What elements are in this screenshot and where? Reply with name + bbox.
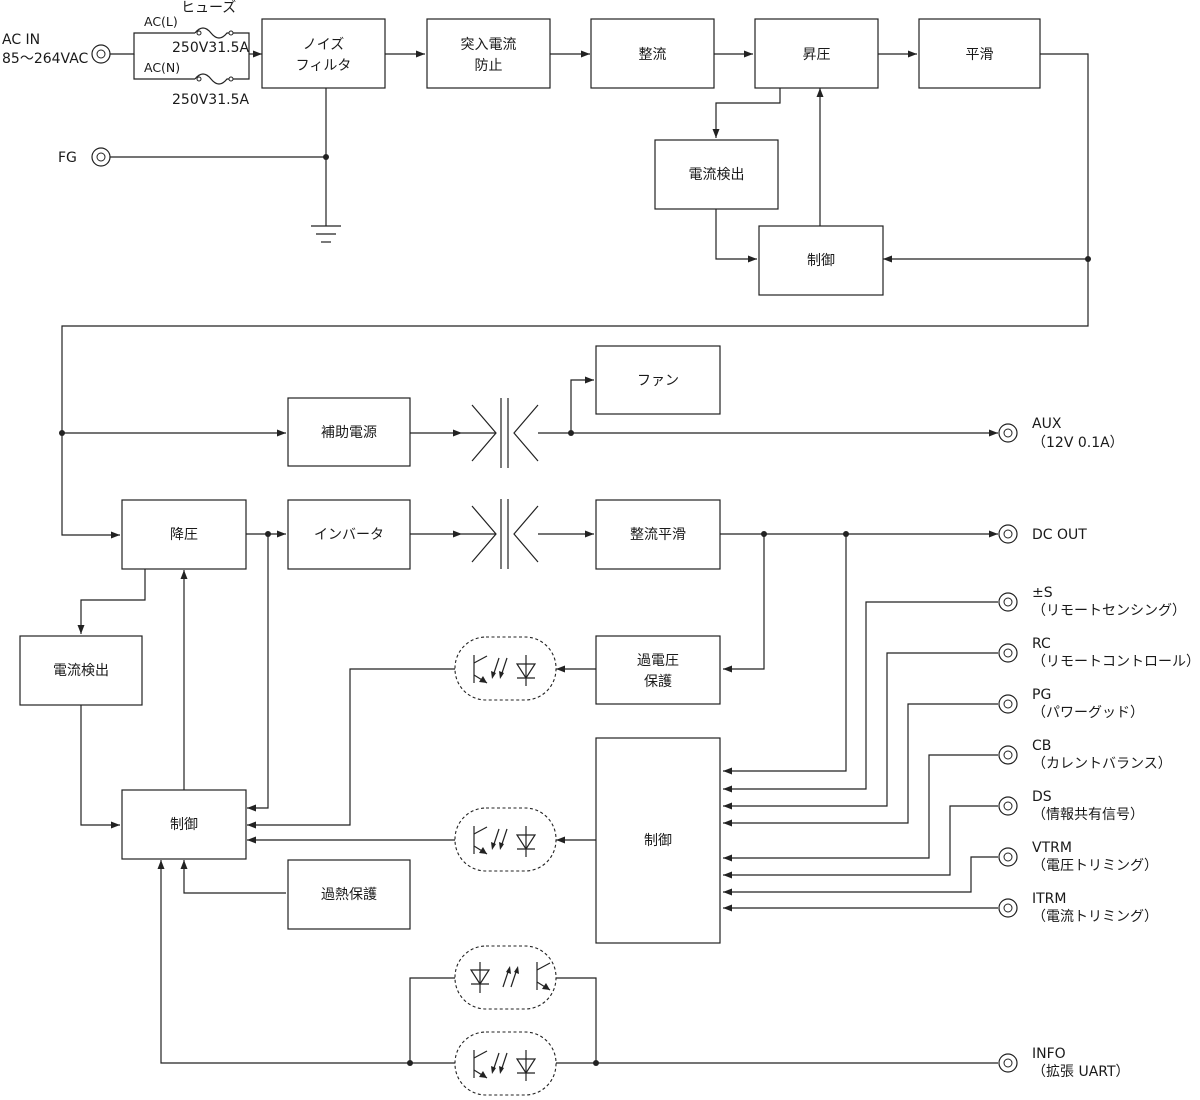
rectifier-label: 整流 bbox=[639, 47, 667, 63]
line-l-label: AC(L) bbox=[144, 14, 178, 29]
pfc-control-label: 制御 bbox=[807, 253, 835, 269]
smoothing-label: 平滑 bbox=[966, 46, 994, 63]
fan-block: ファン bbox=[595, 345, 721, 415]
fuse-icon bbox=[194, 73, 235, 85]
optocoupler-icon bbox=[454, 636, 557, 701]
pfc-current-detect-block: 電流検出 bbox=[654, 139, 779, 210]
secondary-control-label: 制御 bbox=[644, 833, 672, 849]
remote-control-terminal bbox=[998, 643, 1018, 663]
aux-terminal bbox=[998, 423, 1018, 443]
voltage-trim-desc: （電圧トリミング） bbox=[1032, 858, 1158, 874]
line-n-label: AC(N) bbox=[144, 60, 180, 75]
pfc-current-detect-label: 電流検出 bbox=[689, 167, 745, 183]
optocoupler-icon bbox=[454, 1031, 557, 1096]
otp-label: 過熱保護 bbox=[321, 887, 377, 903]
primary-control-label: 制御 bbox=[170, 817, 198, 833]
boost-label: 昇圧 bbox=[803, 47, 831, 63]
optocoupler-icon bbox=[454, 807, 557, 872]
ac-in-range: 85～264VAC bbox=[2, 51, 89, 67]
primary-control-block: 制御 bbox=[121, 789, 247, 860]
rect-smooth-block: 整流平滑 bbox=[595, 499, 721, 570]
rect-smooth-label: 整流平滑 bbox=[630, 526, 686, 543]
ovp-label-line1: 過電圧 bbox=[637, 653, 679, 669]
data-share-label: DS bbox=[1032, 789, 1052, 805]
voltage-trim-label: VTRM bbox=[1032, 840, 1072, 856]
optocoupler-icon bbox=[454, 945, 557, 1010]
power-good-terminal bbox=[998, 694, 1018, 714]
inrush-label-line2: 防止 bbox=[475, 58, 503, 74]
ac-in-label: AC IN bbox=[2, 32, 40, 48]
arrowheads bbox=[77, 50, 998, 912]
fuse-l-rating: 250V31.5A bbox=[172, 40, 249, 56]
buck-block: 降圧 bbox=[121, 499, 247, 570]
voltage-trim-terminal bbox=[998, 847, 1018, 867]
fg-label: FG bbox=[58, 150, 77, 166]
info-terminal bbox=[998, 1053, 1018, 1073]
data-share-terminal bbox=[998, 796, 1018, 816]
remote-control-desc: （リモートコントロール） bbox=[1032, 654, 1200, 670]
remote-control-label: RC bbox=[1032, 636, 1051, 652]
current-balance-desc: （カレントバランス） bbox=[1032, 756, 1172, 772]
info-label: INFO bbox=[1032, 1046, 1066, 1062]
current-trim-desc: （電流トリミング） bbox=[1032, 909, 1158, 925]
info-desc: （拡張 UART） bbox=[1032, 1064, 1130, 1080]
ovp-label-line2: 保護 bbox=[644, 674, 672, 690]
secondary-control-block: 制御 bbox=[595, 737, 721, 944]
inrush-limiter-block: 突入電流 防止 bbox=[426, 18, 551, 89]
current-balance-label: CB bbox=[1032, 738, 1051, 754]
pfc-control-block: 制御 bbox=[758, 225, 884, 296]
fan-label: ファン bbox=[637, 373, 679, 389]
junction-dots bbox=[59, 154, 1091, 1066]
current-trim-label: ITRM bbox=[1032, 891, 1067, 907]
remote-sense-desc: （リモートセンシング） bbox=[1032, 603, 1186, 619]
fg-terminal bbox=[91, 147, 111, 167]
transformer-icon bbox=[462, 398, 539, 468]
fuse-header-label: ヒューズ bbox=[181, 0, 236, 16]
signal-wires bbox=[61, 32, 1089, 1064]
noise-filter-block: ノイズ フィルタ bbox=[261, 18, 386, 89]
noise-filter-label-line2: フィルタ bbox=[296, 58, 352, 74]
current-balance-terminal bbox=[998, 745, 1018, 765]
power-good-desc: （パワーグッド） bbox=[1032, 705, 1144, 721]
fuse-n-rating: 250V31.5A bbox=[172, 92, 249, 108]
overvoltage-protection-block: 過電圧 保護 bbox=[595, 635, 721, 705]
inverter-block: インバータ bbox=[287, 499, 411, 570]
current-trim-terminal bbox=[998, 898, 1018, 918]
power-good-label: PG bbox=[1032, 687, 1051, 703]
transformer-icon bbox=[462, 499, 539, 569]
remote-sense-label: ±S bbox=[1032, 585, 1053, 601]
remote-sense-terminal bbox=[998, 592, 1018, 612]
rectifier-block: 整流 bbox=[590, 18, 715, 89]
inverter-label: インバータ bbox=[314, 527, 384, 543]
noise-filter-label-line1: ノイズ bbox=[303, 37, 345, 53]
data-share-desc: （情報共有信号） bbox=[1032, 807, 1144, 823]
fuse-icon bbox=[194, 27, 235, 39]
aux-power-block: 補助電源 bbox=[287, 397, 411, 467]
buck-label: 降圧 bbox=[170, 527, 198, 543]
aux-desc: （12V 0.1A） bbox=[1032, 435, 1124, 451]
inrush-label-line1: 突入電流 bbox=[461, 37, 517, 53]
current-detect-block: 電流検出 bbox=[19, 635, 143, 706]
overtemp-protection-block: 過熱保護 bbox=[287, 859, 411, 930]
current-detect-label: 電流検出 bbox=[53, 663, 109, 679]
dc-out-label: DC OUT bbox=[1032, 527, 1087, 543]
ac-in-terminal bbox=[91, 44, 111, 64]
smoothing-block: 平滑 bbox=[918, 18, 1041, 89]
aux-label: AUX bbox=[1032, 416, 1062, 432]
boost-block: 昇圧 bbox=[754, 18, 879, 89]
dc-out-terminal bbox=[998, 524, 1018, 544]
ground-icon bbox=[311, 225, 341, 243]
aux-power-label: 補助電源 bbox=[321, 425, 377, 441]
